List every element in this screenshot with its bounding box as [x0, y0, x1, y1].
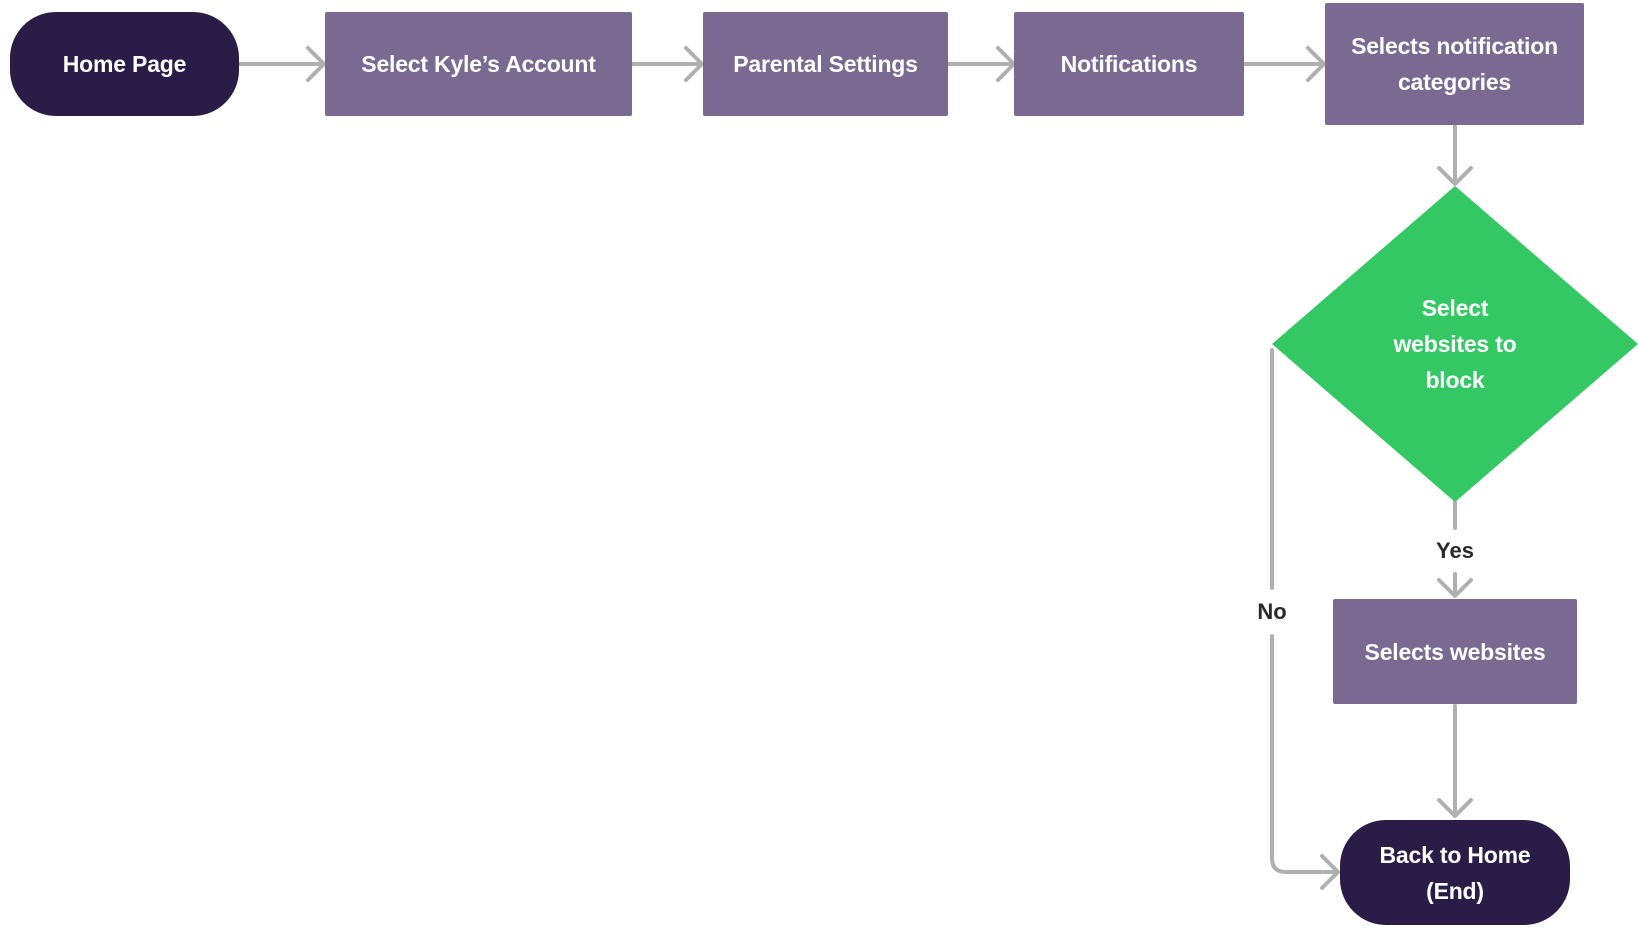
arrow-no-to-end [1270, 634, 1338, 874]
back-home-end-label: Back to Home (End) [1379, 841, 1531, 904]
parental-settings-label: Parental Settings [733, 51, 918, 77]
home-page-label: Home Page [62, 51, 187, 77]
notifications-label: Notifications [1060, 51, 1198, 77]
notification-categories-node: Selects notification categories [1325, 3, 1584, 125]
arrowhead-categories-to-decision [1437, 166, 1473, 186]
decision-diamond [1272, 186, 1638, 502]
parental-settings-node: Parental Settings [703, 12, 948, 116]
home-page-node: Home Page [10, 12, 239, 116]
decision-label: Select websites to block [1393, 295, 1517, 393]
select-account-node: Select Kyle’s Account [325, 12, 632, 116]
select-account-label: Select Kyle’s Account [361, 51, 596, 77]
arrowhead-notifications-to-categories [1306, 46, 1326, 82]
back-home-end-node: Back to Home (End) [1340, 820, 1570, 925]
yes-label: Yes [1425, 538, 1485, 564]
no-label: No [1247, 599, 1297, 625]
notifications-node: Notifications [1014, 12, 1244, 116]
arrowhead-home-to-account [306, 46, 326, 82]
selects-websites-label: Selects websites [1364, 638, 1546, 665]
notification-categories-label: Selects notification categories [1351, 33, 1558, 95]
arrowhead-account-to-parental [684, 46, 704, 82]
arrowhead-no-to-end [1320, 854, 1340, 890]
arrowhead-websites-to-end [1437, 798, 1473, 818]
arrowhead-yes-to-websites [1437, 578, 1473, 598]
selects-websites-node: Selects websites [1333, 599, 1577, 704]
